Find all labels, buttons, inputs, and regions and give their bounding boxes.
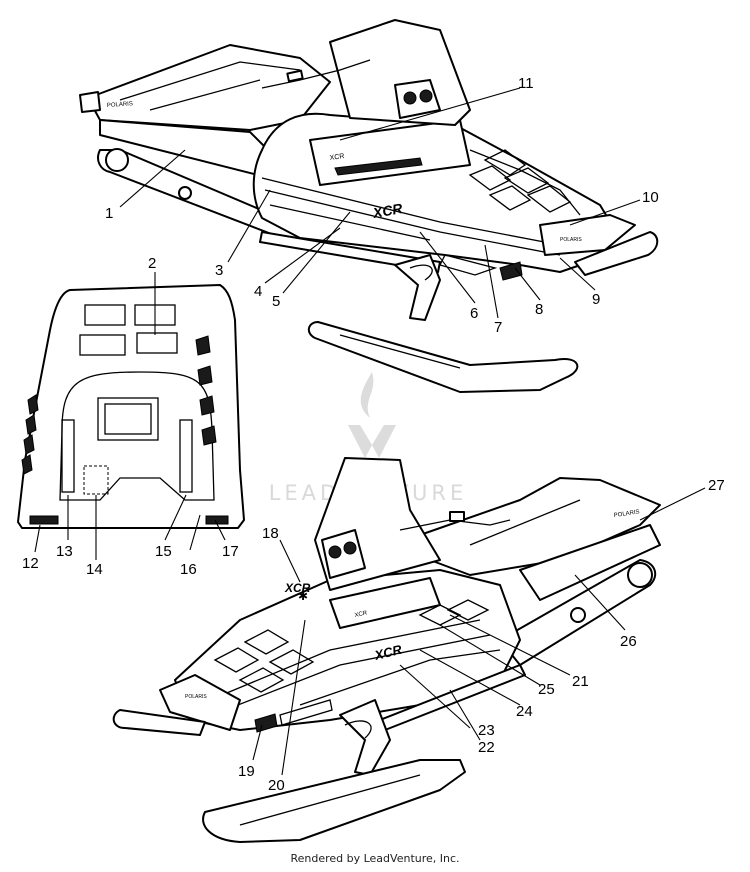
callout-7: 7 bbox=[494, 319, 502, 336]
callout-23: 23 bbox=[478, 722, 495, 739]
callout-9: 9 bbox=[592, 291, 600, 308]
callout-16: 16 bbox=[180, 561, 197, 578]
flame-logo-icon bbox=[348, 372, 396, 458]
hood-decal-2 bbox=[136, 332, 178, 354]
bumper-brand-decal-top: POLARIS bbox=[560, 237, 582, 243]
callout-6: 6 bbox=[470, 305, 478, 322]
callout-11: 11 bbox=[518, 75, 534, 92]
callout-10: 10 bbox=[642, 189, 659, 206]
callout-26: 26 bbox=[620, 633, 637, 650]
callout-2: 2 bbox=[148, 255, 156, 272]
callout-18: 18 bbox=[262, 525, 279, 542]
callout-5: 5 bbox=[272, 293, 280, 310]
console-decal-text-top: XCR bbox=[329, 153, 345, 162]
handlebar-bottom bbox=[399, 519, 511, 531]
handlebar-top bbox=[261, 59, 371, 89]
front-bumper-bottom bbox=[159, 674, 241, 731]
seat-brand-decal-top: POLARIS bbox=[107, 101, 133, 109]
callout-17: 17 bbox=[222, 543, 239, 560]
front-bumper-top bbox=[539, 214, 636, 256]
callout-21: 21 bbox=[572, 673, 589, 690]
seat-brand-decal-bottom: POLARIS bbox=[613, 509, 640, 519]
snowmobile-top-view: POLARIS XCR XCR POLAR bbox=[79, 19, 659, 393]
console-decal-bottom bbox=[329, 577, 441, 629]
callout-12: 12 bbox=[22, 555, 39, 572]
callout-1: 1 bbox=[105, 205, 113, 222]
callout-3: 3 bbox=[215, 262, 223, 279]
front-suspension-top bbox=[394, 254, 441, 321]
callout-24: 24 bbox=[516, 703, 533, 720]
star-icon: ✱ bbox=[298, 589, 308, 603]
callout-numbers: 1 2 3 4 5 6 7 8 9 10 11 12 13 14 15 16 1… bbox=[22, 75, 725, 794]
callout-4: 4 bbox=[254, 283, 262, 300]
callout-22: 22 bbox=[478, 739, 495, 756]
footer-credit: Rendered by LeadVenture, Inc. bbox=[290, 852, 460, 865]
hood-louvers-top bbox=[468, 149, 581, 216]
hood-bottom bbox=[174, 569, 521, 731]
hood-side-decal-bottom: XCR bbox=[372, 642, 404, 664]
bumper-brand-decal-bottom: POLARIS bbox=[185, 694, 207, 700]
leader-lines bbox=[34, 87, 706, 776]
console-decal-text-bottom: XCR bbox=[354, 610, 368, 619]
hood-louvers-bottom bbox=[213, 599, 490, 693]
callout-19: 19 bbox=[238, 763, 255, 780]
callout-15: 15 bbox=[155, 543, 172, 560]
callout-27: 27 bbox=[708, 477, 725, 494]
callout-8: 8 bbox=[535, 301, 543, 318]
track-wheel-top bbox=[105, 148, 129, 172]
idler-wheel-bottom bbox=[570, 607, 586, 623]
callout-14: 14 bbox=[86, 561, 103, 578]
callout-25: 25 bbox=[538, 681, 555, 698]
track-wheel-bottom bbox=[627, 562, 653, 588]
hood-logo-decal-bottom: XCR bbox=[284, 581, 311, 595]
callout-13: 13 bbox=[56, 543, 73, 560]
hood-plan-view bbox=[17, 284, 245, 529]
idler-wheel-top bbox=[178, 186, 192, 200]
snowmobile-bottom-view: POLARIS XCR XCR ✱ XCR bbox=[112, 457, 661, 843]
callout-20: 20 bbox=[268, 777, 285, 794]
ski-top bbox=[307, 321, 579, 393]
hood-side-decal-top: XCR bbox=[371, 200, 405, 221]
